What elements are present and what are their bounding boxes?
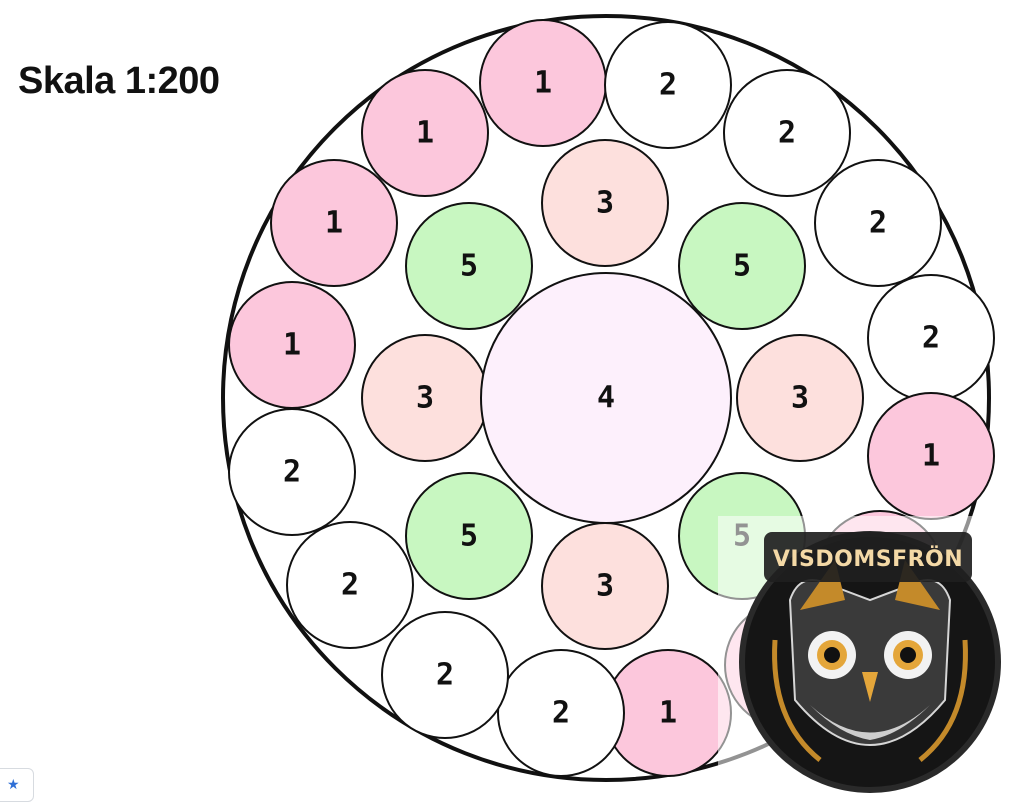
plant-number: 2 <box>552 696 570 731</box>
plant-3: 2 <box>814 159 942 287</box>
plant-18: 5 <box>678 202 806 330</box>
plant-number: 2 <box>922 321 940 356</box>
plant-circle <box>723 69 851 197</box>
plant-number: 5 <box>460 249 478 284</box>
plant-15: 1 <box>361 69 489 197</box>
plant-number: 4 <box>597 381 615 416</box>
plant-23: 3 <box>541 522 669 650</box>
plant-19: 3 <box>361 334 489 462</box>
plant-4: 2 <box>867 274 995 402</box>
plant-number: 3 <box>596 569 614 604</box>
plant-5: 1 <box>867 392 995 520</box>
brand-name: VISDOMSFRÖN <box>773 546 963 572</box>
plant-circle <box>814 159 942 287</box>
plant-circle <box>541 139 669 267</box>
plant-0: 1 <box>479 19 607 147</box>
plant-circle <box>270 159 398 287</box>
plant-number: 2 <box>283 455 301 490</box>
scale-label: Skala 1:200 <box>18 60 220 102</box>
plant-number: 1 <box>416 116 434 151</box>
plant-circle <box>497 649 625 777</box>
plant-number: 1 <box>325 206 343 241</box>
star-icon: ★ <box>7 777 20 793</box>
plant-17: 5 <box>405 202 533 330</box>
plant-2: 2 <box>723 69 851 197</box>
plant-number: 2 <box>778 116 796 151</box>
plant-circle <box>678 202 806 330</box>
plant-circle <box>228 281 356 409</box>
plant-number: 1 <box>922 439 940 474</box>
brand-banner <box>764 532 972 582</box>
plant-number: 2 <box>869 206 887 241</box>
plant-number: 2 <box>659 68 677 103</box>
plant-11: 2 <box>286 521 414 649</box>
watermark: VISDOMSFRÖN <box>718 516 1024 796</box>
plant-number: 3 <box>791 381 809 416</box>
plant-10: 2 <box>381 611 509 739</box>
plant-16: 3 <box>541 139 669 267</box>
plant-12: 2 <box>228 408 356 536</box>
plant-14: 1 <box>270 159 398 287</box>
plant-circle <box>405 202 533 330</box>
plant-number: 1 <box>659 696 677 731</box>
plant-13: 1 <box>228 281 356 409</box>
plant-number: 3 <box>416 381 434 416</box>
plant-9: 2 <box>497 649 625 777</box>
plant-21: 3 <box>736 334 864 462</box>
plant-number: 2 <box>436 658 454 693</box>
plant-number: 3 <box>596 186 614 221</box>
plant-number: 5 <box>733 249 751 284</box>
corner-chip[interactable]: ★ <box>0 768 34 802</box>
plant-number: 2 <box>341 568 359 603</box>
plant-circle <box>405 472 533 600</box>
plant-circle <box>541 522 669 650</box>
plant-number: 1 <box>283 328 301 363</box>
plant-number: 5 <box>460 519 478 554</box>
plant-circle <box>381 611 509 739</box>
plant-22: 5 <box>405 472 533 600</box>
plant-circle <box>286 521 414 649</box>
plant-number: 1 <box>534 66 552 101</box>
owl-icon <box>772 560 968 762</box>
plant-circle <box>736 334 864 462</box>
plant-20: 4 <box>480 272 732 524</box>
plant-1: 2 <box>604 21 732 149</box>
plant-circle <box>604 21 732 149</box>
plant-circle <box>361 69 489 197</box>
